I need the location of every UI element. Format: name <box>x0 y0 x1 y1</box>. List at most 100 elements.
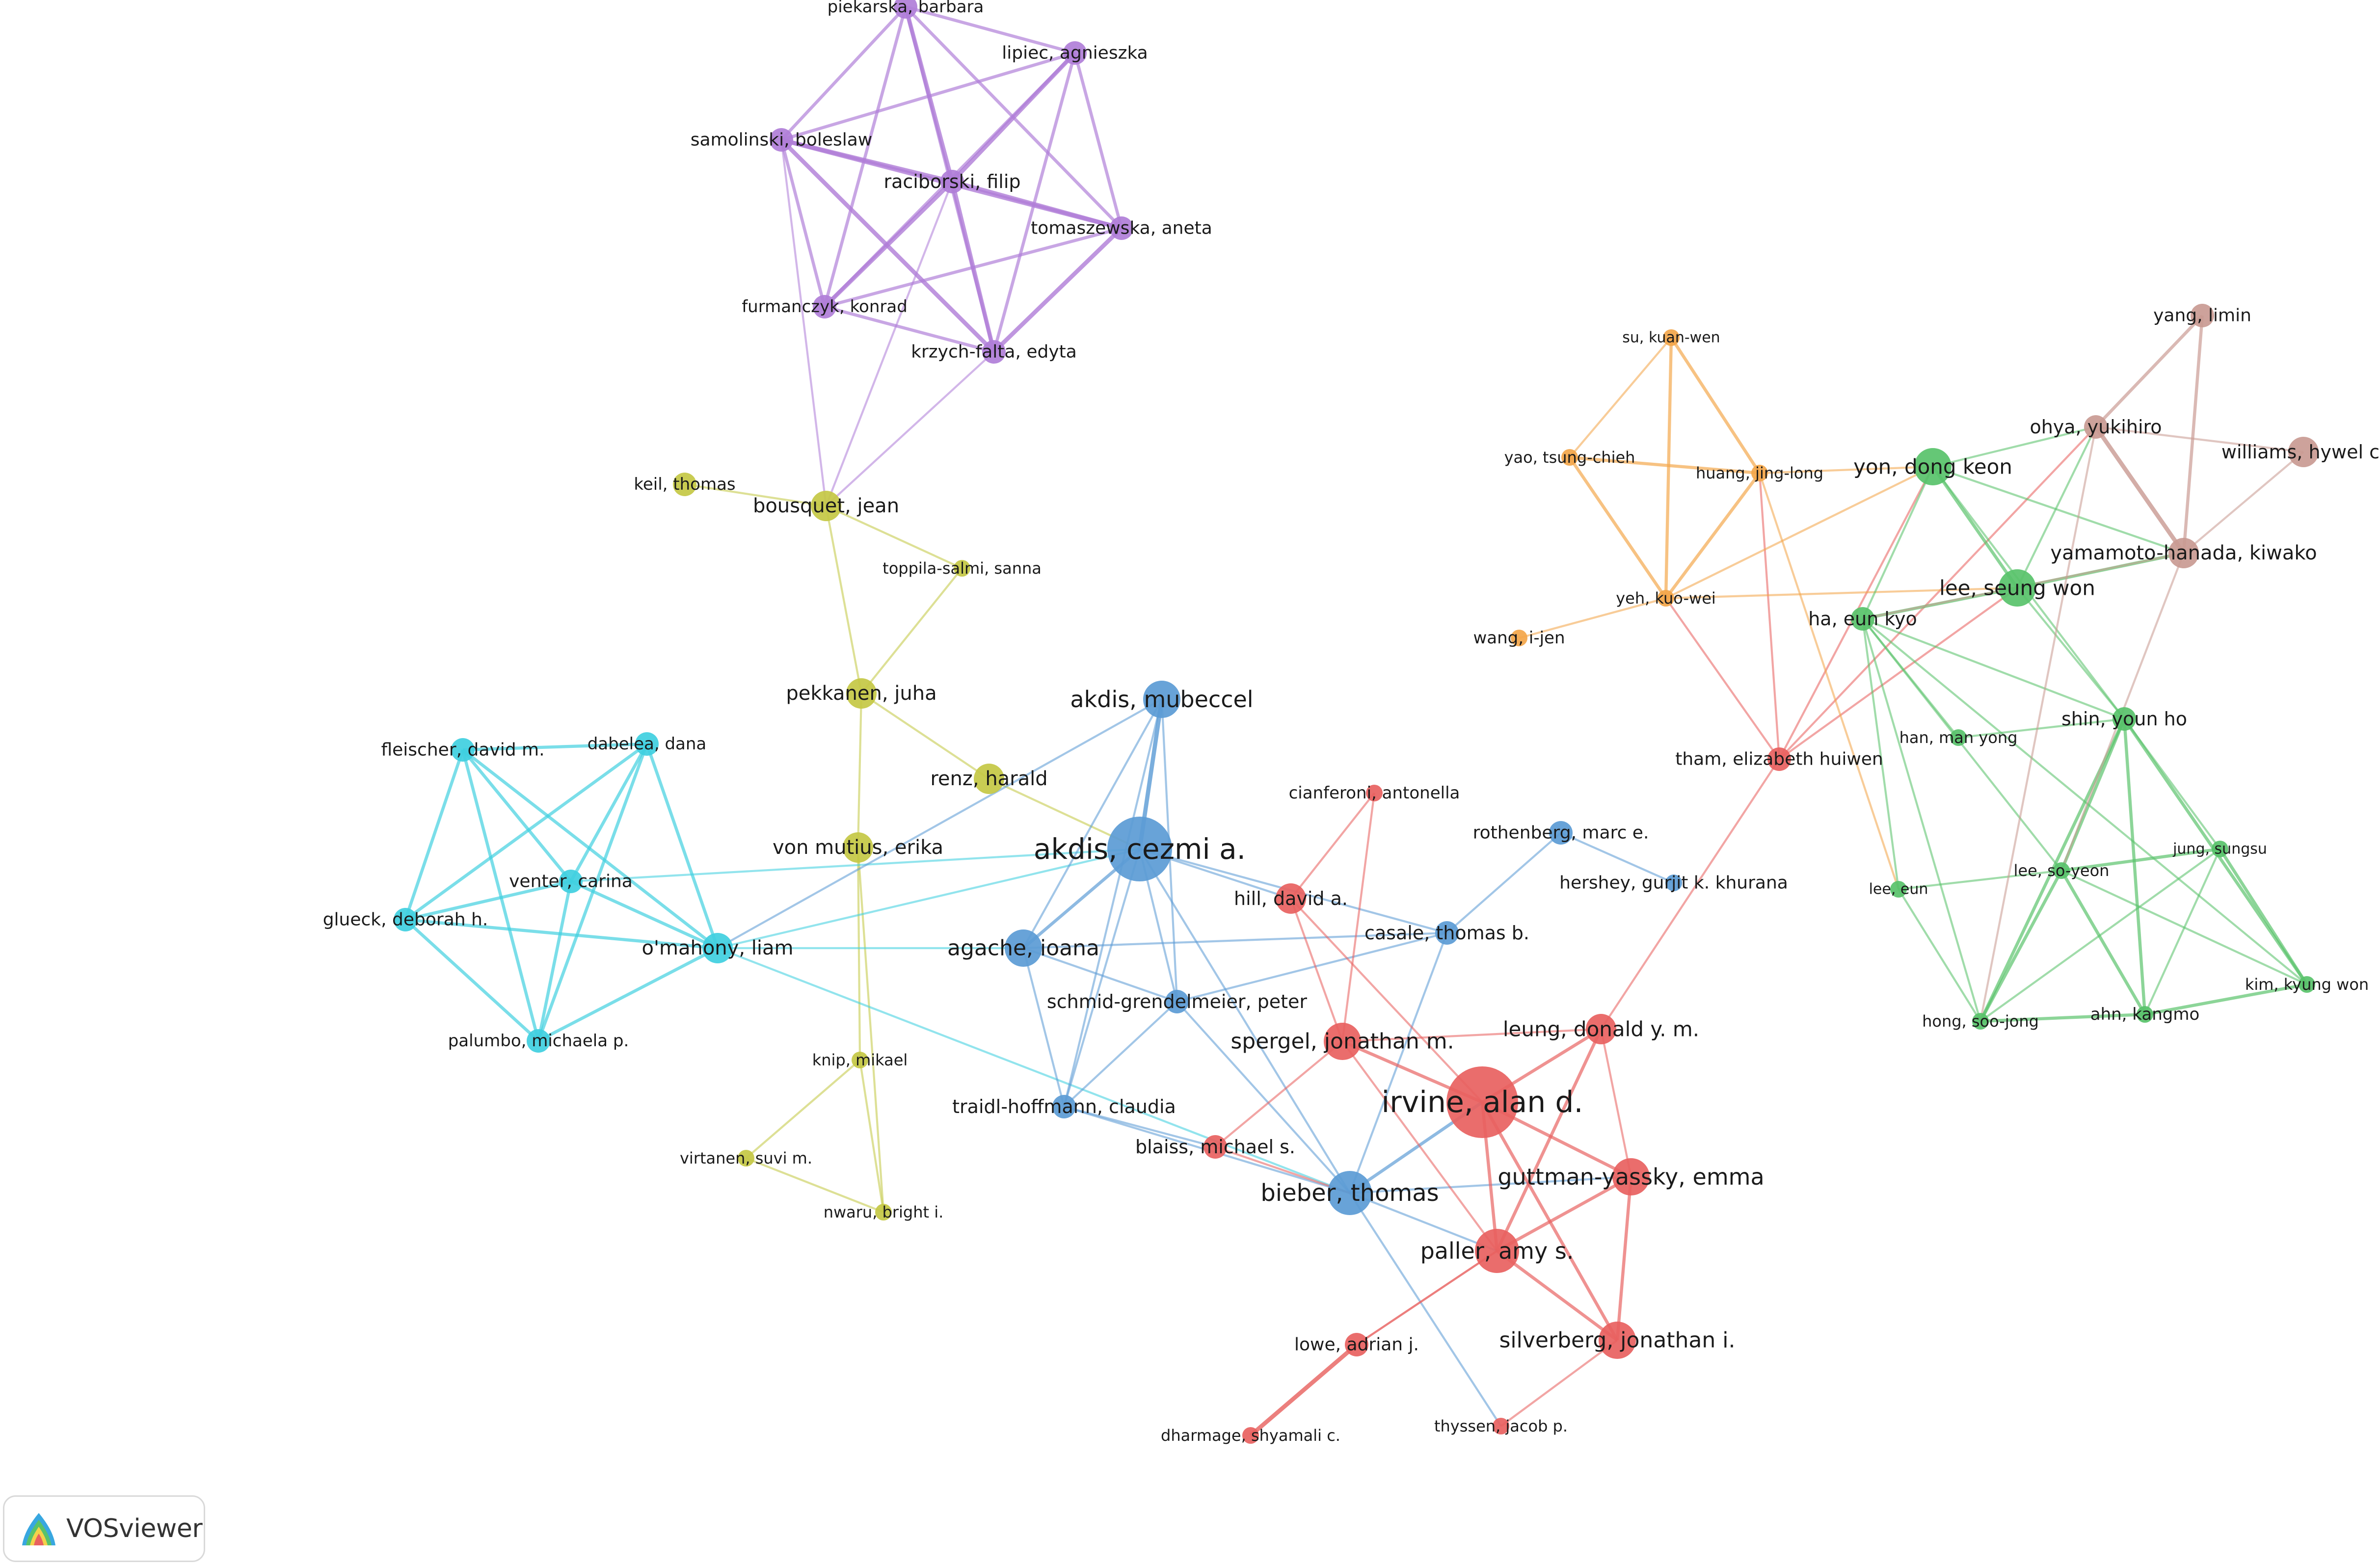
node-dharmage[interactable] <box>1242 1427 1259 1444</box>
node-label-yamamoto[interactable]: yamamoto-hanada, kiwako <box>2050 542 2317 564</box>
node-label-krzych[interactable]: krzych-falta, edyta <box>911 342 1077 362</box>
node-label-yang[interactable]: yang, limin <box>2153 306 2251 326</box>
node-label-leesw[interactable]: lee, seung won <box>1939 576 2095 600</box>
node-yamamoto[interactable] <box>2168 538 2199 568</box>
node-schmid[interactable] <box>1165 990 1189 1013</box>
node-yon[interactable] <box>1914 448 1952 485</box>
node-label-wang[interactable]: wang, i-jen <box>1473 628 1565 648</box>
node-label-ha[interactable]: ha, eun kyo <box>1808 608 1917 630</box>
node-label-shin[interactable]: shin, youn ho <box>2061 708 2187 730</box>
node-label-palumbo[interactable]: palumbo, michaela p. <box>448 1031 629 1051</box>
node-su[interactable] <box>1663 329 1680 346</box>
node-label-vonmutius[interactable]: von mutius, erika <box>773 836 943 859</box>
node-label-glueck[interactable]: glueck, deborah h. <box>323 910 488 930</box>
node-jung[interactable] <box>2212 841 2228 857</box>
node-label-tham[interactable]: tham, elizabeth huiwen <box>1675 749 1883 769</box>
node-fleischer[interactable] <box>451 738 475 762</box>
node-label-paller[interactable]: paller, amy s. <box>1420 1238 1574 1264</box>
node-rothenberg[interactable] <box>1549 821 1573 845</box>
node-label-nwaru[interactable]: nwaru, bright i. <box>824 1203 944 1221</box>
node-label-cianferoni[interactable]: cianferoni, antonella <box>1289 783 1460 803</box>
node-label-silverberg[interactable]: silverberg, jonathan i. <box>1499 1328 1736 1353</box>
node-wang[interactable] <box>1511 630 1527 646</box>
node-hershey[interactable] <box>1665 875 1682 891</box>
node-omahony[interactable] <box>702 933 733 963</box>
node-label-williams[interactable]: williams, hywel c. <box>2221 441 2380 463</box>
node-spergel[interactable] <box>1324 1023 1361 1060</box>
node-samolinski[interactable] <box>770 128 793 152</box>
node-yeh[interactable] <box>1658 590 1674 607</box>
node-yang[interactable] <box>2191 304 2214 327</box>
node-leesoyeon[interactable] <box>2053 862 2070 879</box>
node-tomaszewska[interactable] <box>1110 216 1133 240</box>
node-irvine[interactable] <box>1446 1066 1518 1138</box>
node-hill[interactable] <box>1276 883 1306 914</box>
node-traidl[interactable] <box>1052 1095 1076 1118</box>
node-label-hershey[interactable]: hershey, gurjit k. khurana <box>1559 873 1788 893</box>
node-cianferoni[interactable] <box>1366 785 1383 801</box>
node-label-fleischer[interactable]: fleischer, david m. <box>381 740 544 760</box>
node-label-rothenberg[interactable]: rothenberg, marc e. <box>1473 823 1649 843</box>
node-label-lowe[interactable]: lowe, adrian j. <box>1294 1335 1419 1355</box>
node-shin[interactable] <box>2113 707 2136 731</box>
node-hong[interactable] <box>1972 1013 1989 1030</box>
node-label-hill[interactable]: hill, david a. <box>1234 888 1348 909</box>
node-label-yao[interactable]: yao, tsung-chieh <box>1504 448 1635 467</box>
node-label-su[interactable]: su, kuan-wen <box>1622 329 1720 346</box>
node-bieber[interactable] <box>1328 1171 1372 1215</box>
node-agache[interactable] <box>1005 929 1042 967</box>
node-label-yon[interactable]: yon, dong keon <box>1853 455 2012 479</box>
node-label-piekarska[interactable]: piekarska, barbara <box>828 0 984 17</box>
node-label-jung[interactable]: jung, sungsu <box>2172 841 2267 858</box>
node-label-dabelea[interactable]: dabelea, dana <box>588 734 707 754</box>
node-akdisc[interactable] <box>1107 817 1172 881</box>
node-han[interactable] <box>1950 729 1967 746</box>
node-virtanen[interactable] <box>738 1150 754 1167</box>
node-label-yeh[interactable]: yeh, kuo-wei <box>1616 589 1716 608</box>
node-venter[interactable] <box>559 870 583 893</box>
node-label-renz[interactable]: renz, harald <box>930 768 1047 790</box>
node-label-venter[interactable]: venter, carina <box>509 872 633 892</box>
node-label-raciborski[interactable]: raciborski, filip <box>883 171 1020 192</box>
node-blaiss[interactable] <box>1203 1135 1227 1159</box>
node-label-leesoyeon[interactable]: lee, so-yeon <box>2014 861 2110 880</box>
node-huang[interactable] <box>1751 465 1768 481</box>
node-lowe[interactable] <box>1345 1333 1368 1356</box>
node-nwaru[interactable] <box>875 1204 892 1220</box>
node-label-samolinski[interactable]: samolinski, boleslaw <box>691 130 873 150</box>
node-guttman[interactable] <box>1612 1158 1650 1195</box>
node-pekkanen[interactable] <box>846 678 877 709</box>
node-ohya[interactable] <box>2084 415 2108 439</box>
vosviewer-badge[interactable]: VOSviewer <box>3 1495 205 1562</box>
node-ha[interactable] <box>1851 607 1874 631</box>
node-label-akdism[interactable]: akdis, mubeccel <box>1070 686 1253 713</box>
node-label-dharmage[interactable]: dharmage, shyamali c. <box>1161 1426 1340 1445</box>
node-label-leung[interactable]: leung, donald y. m. <box>1503 1017 1699 1041</box>
node-label-agache[interactable]: agache, ioana <box>947 936 1099 961</box>
node-dabelea[interactable] <box>635 732 659 756</box>
node-silverberg[interactable] <box>1599 1322 1636 1359</box>
node-label-pekkanen[interactable]: pekkanen, juha <box>786 682 936 705</box>
node-label-guttman[interactable]: guttman-yassky, emma <box>1498 1164 1764 1190</box>
node-williams[interactable] <box>2288 437 2319 467</box>
node-paller[interactable] <box>1475 1229 1519 1273</box>
node-piekarska[interactable] <box>894 0 917 19</box>
node-bousquet[interactable] <box>811 491 841 521</box>
node-label-omahony[interactable]: o'mahony, liam <box>642 937 794 959</box>
node-label-lipiec[interactable]: lipiec, agnieszka <box>1002 43 1148 63</box>
node-label-huang[interactable]: huang, jing-long <box>1696 464 1823 482</box>
node-label-hong[interactable]: hong, soo-jong <box>1922 1012 2039 1031</box>
node-label-irvine[interactable]: irvine, alan d. <box>1381 1085 1583 1119</box>
node-knip[interactable] <box>852 1052 868 1068</box>
node-lipiec[interactable] <box>1063 41 1087 65</box>
node-label-traidl[interactable]: traidl-hoffmann, claudia <box>952 1096 1176 1117</box>
node-palumbo[interactable] <box>527 1029 550 1053</box>
node-raciborski[interactable] <box>940 170 964 193</box>
node-leesw[interactable] <box>1999 569 2036 607</box>
node-label-schmid[interactable]: schmid-grendelmeier, peter <box>1047 991 1308 1012</box>
node-yao[interactable] <box>1561 449 1578 466</box>
node-tham[interactable] <box>1767 747 1791 771</box>
node-label-kim[interactable]: kim, kyung won <box>2245 975 2369 994</box>
node-label-spergel[interactable]: spergel, jonathan m. <box>1230 1029 1454 1054</box>
node-label-keil[interactable]: keil, thomas <box>634 475 735 494</box>
